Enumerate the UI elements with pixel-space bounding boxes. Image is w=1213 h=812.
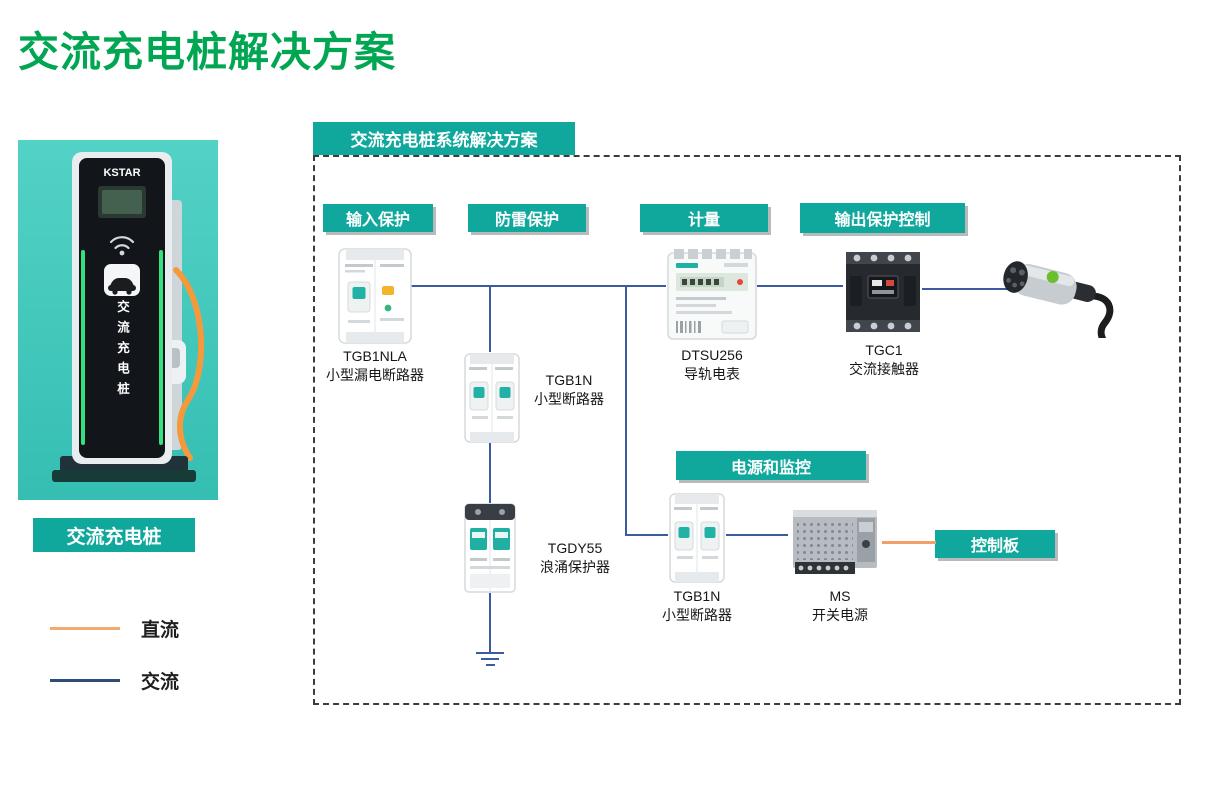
badge-metering: 计量 [640,204,768,232]
label-energy-meter: DTSU256 导轨电表 [662,346,762,384]
breaker-bottom-graphic [669,493,725,583]
component-breaker-bottom [667,491,727,585]
component-name: MS [829,588,851,604]
component-power-supply [787,500,883,580]
label-surge-protector: TGDY55 浪涌保护器 [530,539,620,577]
page-title: 交流充电桩解决方案 [18,29,396,75]
charging-pile-graphic: KSTAR [52,152,205,482]
wifi-icon [109,236,135,250]
component-name: TGB1N [673,588,721,604]
connector-to-breaker-bottom [625,534,668,536]
label-breaker-bottom: TGB1N 小型断路器 [647,587,747,625]
diagram-title-badge: 交流充电桩系统解决方案 [313,122,575,155]
component-desc: 小型漏电断路器 [326,367,424,383]
connector-psu-to-control-board [882,541,936,544]
component-surge-protector [462,502,518,594]
component-name: TGB1N [545,372,593,388]
charging-gun-graphic [1003,261,1114,338]
component-breaker-top [462,352,522,444]
charging-pile-photo: KSTAR 交流充电桩 [18,140,218,500]
gun-cable [1087,292,1114,338]
connector-breaker-to-psu [726,534,788,536]
ground-icon-mid [481,658,499,660]
badge-lightning-protection: 防雷保护 [468,204,586,232]
component-desc: 小型断路器 [534,391,604,407]
component-name: TGC1 [865,342,903,358]
component-leakage-breaker [336,246,414,346]
energy-meter-graphic [667,249,757,340]
component-desc: 浪涌保护器 [540,559,610,575]
pile-vertical-label: 交流充电桩 [115,300,129,403]
component-desc: 导轨电表 [684,366,740,382]
connector-drop-breaker-top [489,286,491,352]
contactor-graphic [846,252,920,332]
surge-protector-graphic [464,503,516,593]
component-desc: 开关电源 [812,607,868,623]
leakage-breaker-graphic [338,248,412,344]
label-breaker-top: TGB1N 小型断路器 [524,371,614,409]
component-name: TGDY55 [547,540,603,556]
legend-ac-line [50,679,120,682]
legend-dc-label: 直流 [141,620,180,641]
product-label-badge: 交流充电桩 [33,518,195,552]
component-desc: 小型断路器 [662,607,732,623]
component-energy-meter [664,247,760,343]
connector-bus-1 [410,285,666,287]
brand-text: KSTAR [103,167,140,179]
badge-input-protection: 输入保护 [323,204,433,232]
label-contactor: TGC1 交流接触器 [834,341,934,379]
power-supply-graphic [793,510,877,574]
badge-control-board: 控制板 [935,530,1055,558]
charging-cable [173,267,205,461]
ground-icon [476,652,504,654]
car-icon [108,278,136,295]
diagram-frame [313,155,1181,705]
connector-drop-power-branch [625,286,627,536]
connector-bus-3 [922,288,1012,290]
connector-breaker-to-surge [489,443,491,503]
label-power-supply: MS 开关电源 [790,587,890,625]
component-name: TGB1NLA [343,348,407,364]
label-leakage-breaker: TGB1NLA 小型漏电断路器 [312,347,438,385]
component-desc: 交流接触器 [849,361,919,377]
badge-output-protection-control: 输出保护控制 [800,203,965,233]
ground-icon-small [486,664,495,666]
connector-bus-2 [757,285,843,287]
badge-power-and-monitoring: 电源和监控 [676,451,866,480]
component-name: DTSU256 [681,347,743,363]
legend-dc-line [50,627,120,630]
breaker-top-graphic [464,353,520,443]
connector-surge-to-ground [489,593,491,653]
legend-ac-label: 交流 [141,672,180,693]
component-contactor [842,250,924,334]
component-charging-gun [995,248,1123,338]
